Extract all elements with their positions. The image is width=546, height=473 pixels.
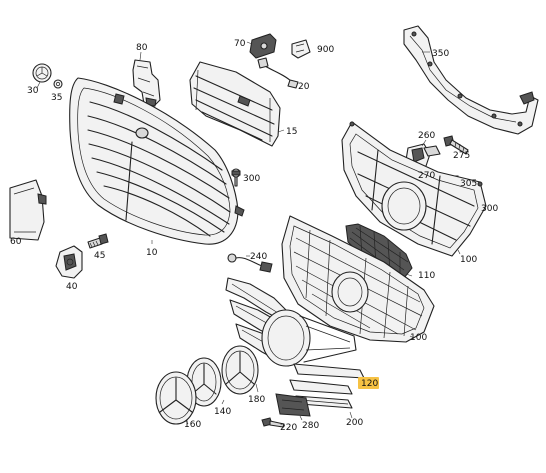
part-35-clip [53, 79, 63, 89]
part-260-screw [443, 135, 469, 155]
label-300-right: 300 [481, 204, 498, 214]
label-140: 140 [214, 407, 231, 417]
part-60-side-panel [9, 179, 47, 241]
part-15-louver-insert [189, 61, 281, 147]
label-280: 220 [280, 423, 297, 433]
label-60: 60 [10, 237, 22, 247]
part-labels: 80 70 900 20 15 350 30 35 260 275 270 30… [10, 39, 498, 433]
label-10: 10 [146, 248, 158, 258]
label-35: 35 [51, 93, 62, 103]
label-45: 45 [94, 251, 105, 261]
label-240: 270 [418, 171, 435, 181]
part-270-sensor-cable [227, 253, 273, 273]
label-900: 900 [317, 45, 334, 55]
part-350-mounting-frame [403, 25, 539, 135]
label-100-upper: 100 [460, 255, 477, 265]
label-15: 15 [286, 127, 297, 137]
part-280-screw [261, 417, 285, 428]
label-305: 305 [460, 179, 477, 189]
label-220: 260 [418, 131, 435, 141]
part-20-cable [257, 57, 299, 89]
part-120-trim-strip [289, 363, 365, 395]
label-270: 240 [250, 252, 267, 262]
label-120-highlight [358, 377, 379, 389]
part-900-connector [291, 39, 311, 59]
label-260: 275 [453, 151, 470, 161]
part-emblem-mount-ring [261, 309, 357, 367]
label-20: 20 [298, 82, 310, 92]
label-200: 200 [346, 418, 363, 428]
part-70-sensor [249, 33, 277, 59]
label-70: 70 [234, 39, 246, 49]
part-300-screw-left [231, 168, 241, 187]
part-10-main-grille [69, 77, 245, 245]
part-40-sensor-bracket [55, 245, 83, 279]
label-300-left: 300 [243, 174, 260, 184]
label-80: 80 [136, 43, 148, 53]
label-110: 110 [418, 271, 435, 281]
part-160-star-emblem-large [155, 371, 197, 425]
label-30: 30 [27, 86, 39, 96]
part-275-camera-bracket [275, 393, 311, 417]
label-160: 160 [184, 420, 201, 430]
part-100-front-grille-lower [281, 215, 435, 343]
part-30-emblem-badge [32, 63, 52, 83]
part-100-grille-frame-upper [341, 121, 487, 257]
label-180: 180 [248, 395, 265, 405]
label-350: 350 [432, 49, 449, 59]
part-140-star-emblem [221, 345, 259, 395]
part-220-clip [423, 145, 441, 157]
label-100-lower: 100 [410, 333, 427, 343]
label-120: 120 [361, 379, 378, 389]
part-45-screw [87, 233, 109, 249]
label-40: 40 [66, 282, 78, 292]
label-275: 280 [302, 421, 319, 431]
